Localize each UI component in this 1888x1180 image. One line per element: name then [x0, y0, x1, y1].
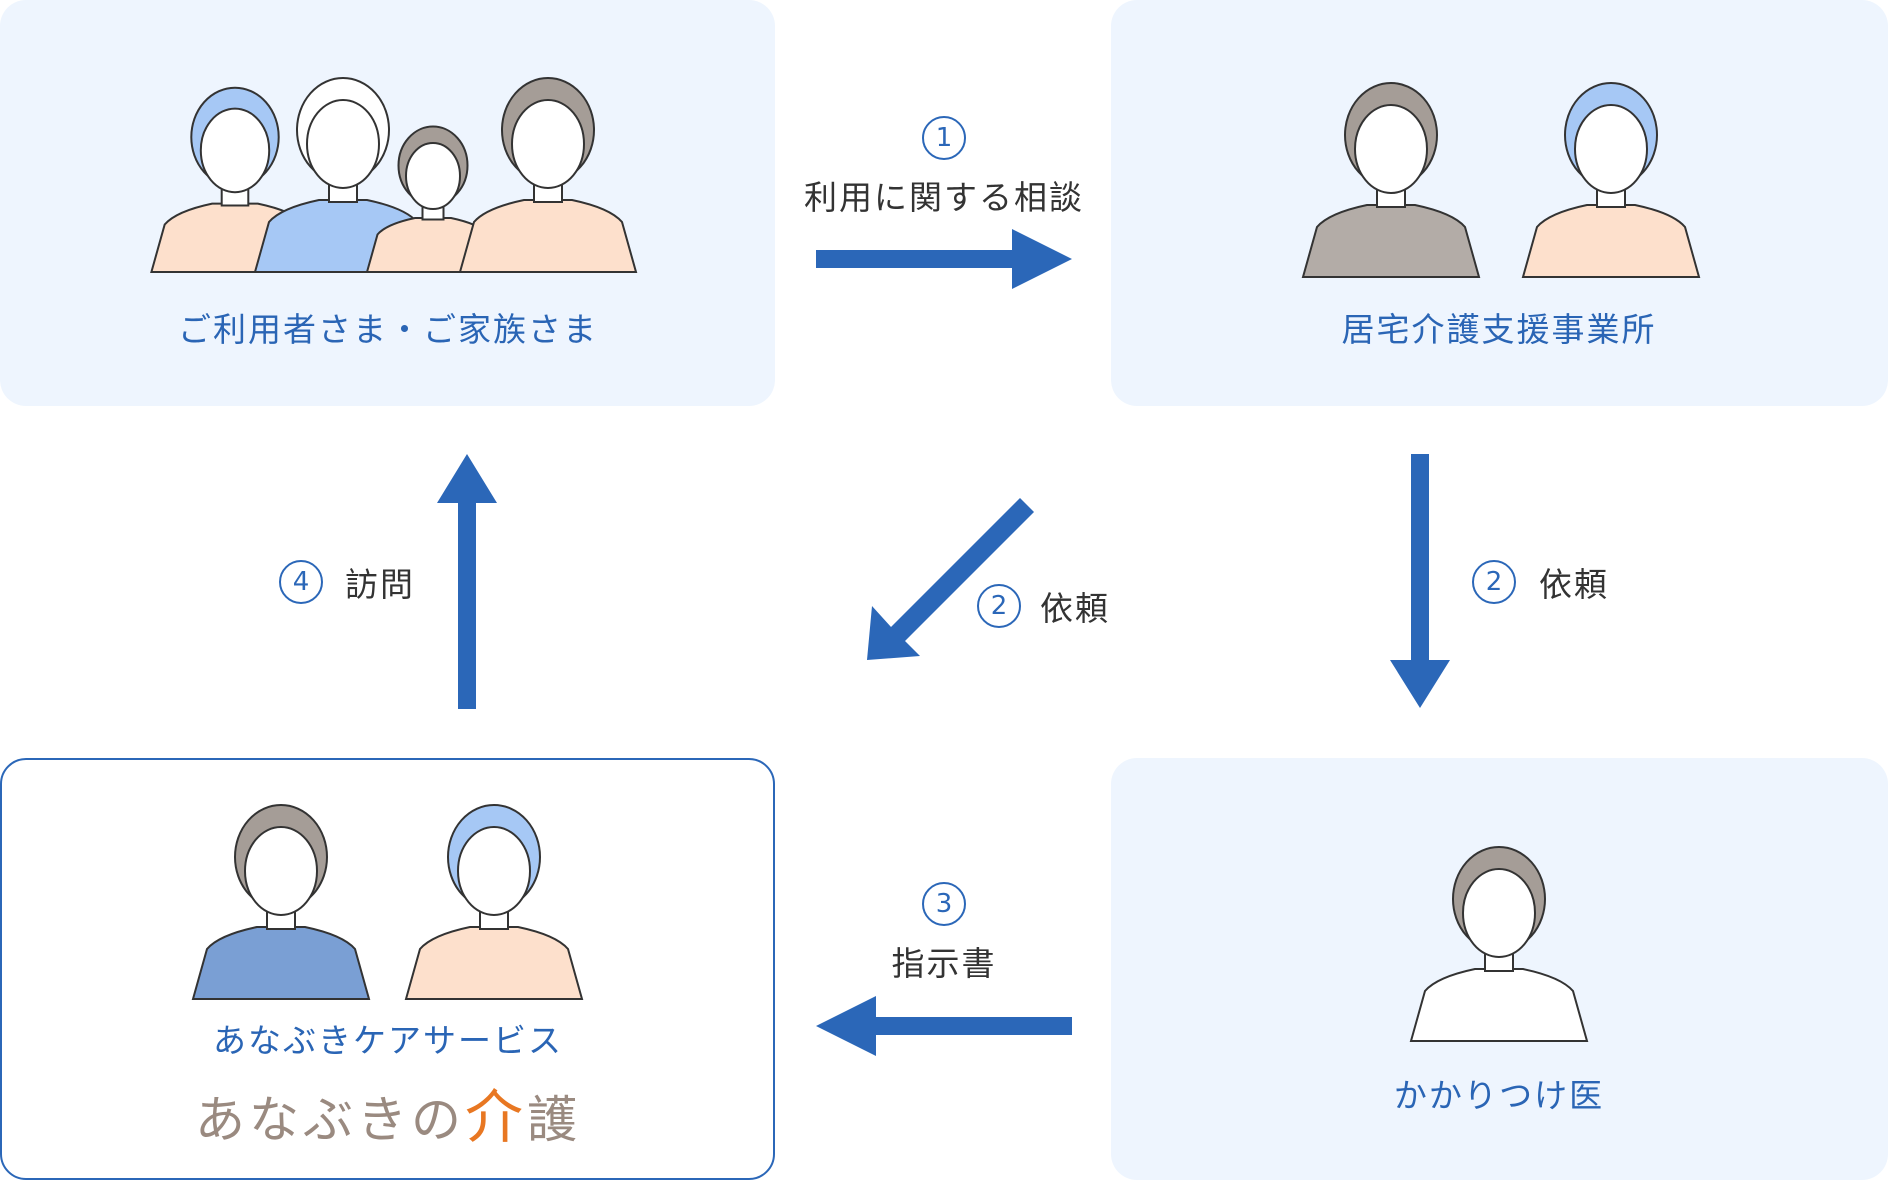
service-box [0, 758, 775, 1180]
person-woman [458, 77, 638, 273]
step-label-request-right: 依頼 [1539, 565, 1609, 604]
arrow-diagonal-request [867, 498, 1034, 660]
person-caregiver-woman [404, 804, 584, 1000]
step-number-3: 3 [922, 882, 966, 926]
arrow-down-request [1390, 454, 1450, 708]
step-label-request-center: 依頼 [1040, 589, 1110, 628]
arrow-right-consult [816, 229, 1072, 289]
step-label-instruction: 指示書 [891, 944, 997, 983]
person-doctor [1409, 846, 1589, 1042]
step-number-2-right: 2 [1472, 560, 1516, 604]
person-man-elder [253, 77, 433, 273]
person-care-manager-woman [1521, 82, 1701, 278]
logo-go: 護 [527, 1091, 582, 1149]
step-label-consult: 利用に関する相談 [804, 178, 1084, 217]
logo-prefix: あなぶきの [194, 1091, 465, 1149]
family-label: ご利用者さま・ご家族さま [178, 310, 598, 349]
arrow-up-visit [437, 454, 497, 709]
doctor-label: かかりつけ医 [1393, 1076, 1605, 1115]
step-number-4: 4 [279, 560, 323, 604]
arrow-left-instruction [816, 996, 1072, 1056]
person-care-manager-man [1301, 82, 1481, 278]
step-number-1: 1 [922, 116, 966, 160]
step-number-2-center: 2 [977, 584, 1021, 628]
family-box [0, 0, 775, 406]
care-office-label: 居宅介護支援事業所 [1341, 310, 1657, 349]
service-label: あなぶきケアサービス [213, 1021, 563, 1060]
care-office-box [1111, 0, 1888, 406]
step-label-visit: 訪問 [345, 565, 415, 604]
anabuki-kaigo-logo: あなぶきの介護 [195, 1070, 581, 1154]
logo-kai: 介 [464, 1083, 528, 1151]
person-caregiver-man [191, 804, 371, 1000]
